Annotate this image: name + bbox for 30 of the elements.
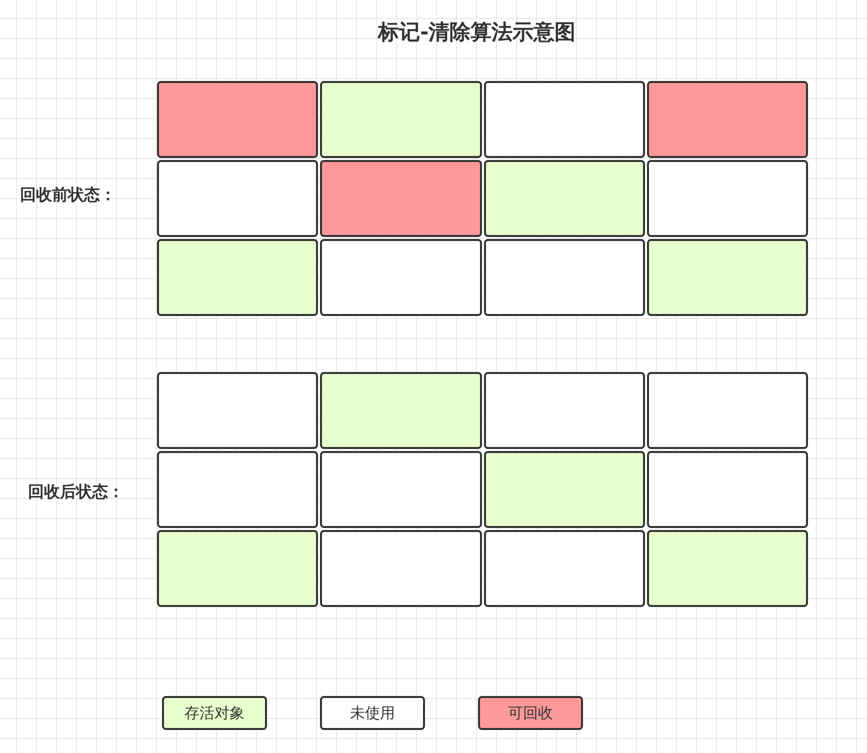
memory-block: [157, 81, 318, 158]
memory-block: [484, 530, 645, 607]
memory-block: [647, 160, 808, 237]
memory-block: [484, 160, 645, 237]
legend-label: 存活对象: [184, 704, 244, 722]
legend-label: 可回收: [508, 704, 553, 722]
memory-block: [157, 451, 318, 528]
memory-block: [157, 530, 318, 607]
legend-label: 未使用: [350, 704, 395, 722]
memory-block: [320, 160, 482, 237]
memory-block: [647, 372, 808, 449]
memory-block: [484, 239, 645, 316]
memory-block: [320, 239, 482, 316]
memory-block: [484, 81, 645, 158]
memory-block: [157, 239, 318, 316]
memory-block: [320, 81, 482, 158]
memory-block: [157, 160, 318, 237]
memory-block: [484, 372, 645, 449]
diagram-title: 标记-清除算法示意图: [378, 19, 576, 46]
memory-block: [157, 372, 318, 449]
memory-block: [320, 372, 482, 449]
state-label: 回收后状态：: [28, 482, 124, 503]
memory-block: [484, 451, 645, 528]
memory-block: [320, 451, 482, 528]
state-label: 回收前状态：: [20, 185, 116, 206]
memory-block: [647, 81, 808, 158]
memory-block: [647, 451, 808, 528]
memory-block: [320, 530, 482, 607]
memory-block: [647, 530, 808, 607]
memory-block: [647, 239, 808, 316]
